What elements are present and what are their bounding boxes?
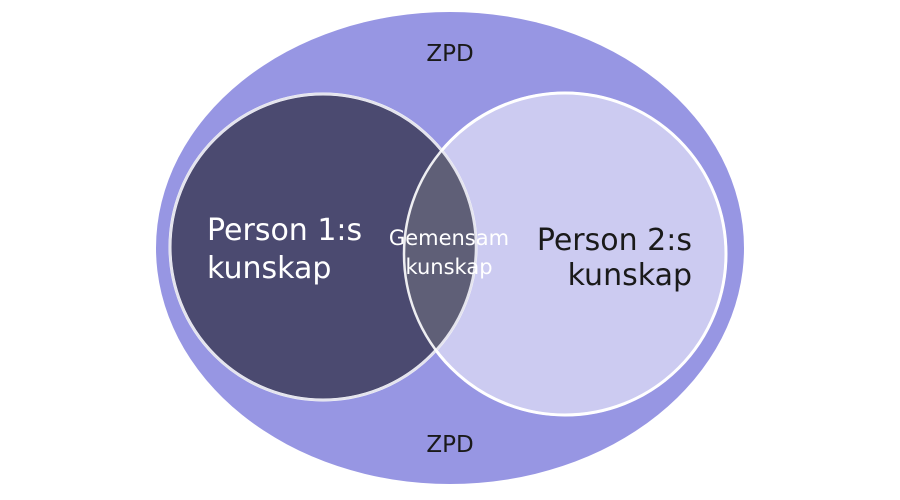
zpd-label-bottom: ZPD (426, 432, 473, 458)
overlap-label-line1: Gemensam (389, 226, 509, 250)
person-2-label-line2: kunskap (568, 258, 692, 293)
overlap-label-line2: kunskap (405, 255, 492, 279)
person-1-label-line1: Person 1:s (207, 213, 362, 248)
person-2-label-line1: Person 2:s (537, 223, 692, 258)
person-1-circle-outline (168, 92, 478, 402)
zpd-label-top: ZPD (426, 41, 473, 67)
person-2-circle-outline (402, 91, 728, 417)
person-1-label-line2: kunskap (207, 251, 331, 286)
